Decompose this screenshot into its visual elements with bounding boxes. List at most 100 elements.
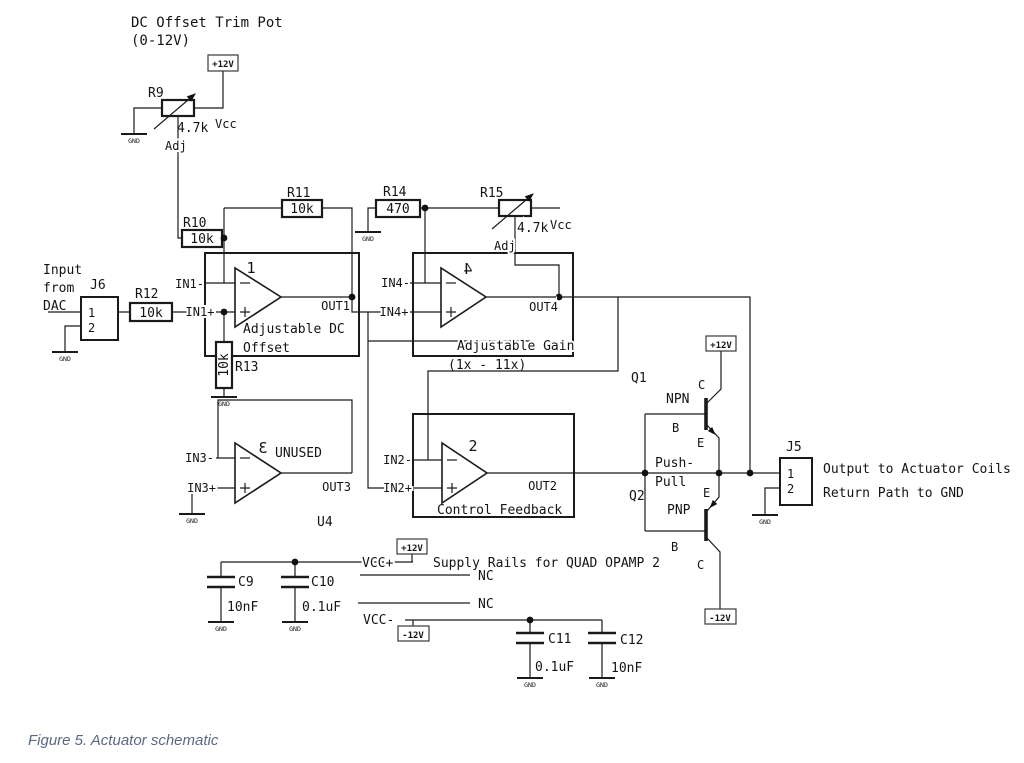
wire-r9-gnd (133, 107, 162, 134)
opamp1-inp-label: IN1+ (186, 305, 215, 319)
p12-flag-rail (396, 538, 428, 555)
j6-pin1: 1 (88, 306, 95, 320)
cap-c12-plates (588, 631, 616, 645)
m12-flag-rail-label: -12V (402, 631, 424, 641)
vccp-label: VCC+ (362, 556, 393, 571)
opamp-symbols (234, 266, 489, 505)
wire-out4-feedback-in2m (404, 297, 619, 461)
opamp1-box (204, 252, 360, 357)
opamp3-plus-icon (240, 483, 250, 493)
q2-emitter-arrow (709, 500, 718, 509)
pushpull-line1: Push- (655, 456, 694, 471)
r9-adj-label: Adj (165, 139, 187, 153)
gnd-r13: GND (211, 396, 237, 408)
r15-value: 4.7k (517, 221, 548, 236)
nc-label-2: NC (478, 597, 494, 612)
gnd-label: GND (59, 355, 71, 363)
gnd-label: GND (128, 137, 140, 145)
opamp2-plus-icon (447, 483, 457, 493)
power-flags: +12V +12V +12V -12V -12V (207, 54, 737, 642)
r15-pot-arrowhead (524, 193, 534, 202)
r9-vcc-label: Vcc (215, 117, 237, 131)
junction-dot (421, 204, 429, 212)
opamp4-num: 4 (463, 260, 472, 278)
junction-dots (220, 204, 754, 624)
ground-symbols: GND GND GND GND GND GND GND GND GND GND (52, 133, 778, 689)
labels: DC Offset Trim Pot (0-12V) R9 4.7k Vcc A… (43, 15, 1011, 676)
gnd-label: GND (218, 400, 230, 408)
q1-emitter-arrow (707, 426, 716, 435)
r9-value: 4.7k (177, 121, 208, 136)
r11-value: 10k (290, 202, 314, 217)
rails-note: Supply Rails for QUAD OPAMP 2 (433, 556, 660, 571)
cap-c11-plates (516, 631, 544, 645)
wire-out1 (281, 296, 441, 313)
r15-ref: R15 (480, 186, 503, 201)
q1-type: NPN (666, 392, 689, 407)
junction-dot (526, 616, 534, 624)
gnd-c12: GND (589, 677, 615, 689)
j6-pin2: 2 (88, 321, 95, 335)
opamp2-box (412, 413, 575, 518)
j6-desc2: from (43, 281, 74, 296)
wire-vccp-rail (221, 554, 413, 563)
c12-ref: C12 (620, 633, 643, 648)
wire-out1-to-in2p (367, 312, 442, 489)
m12-flag-rail (397, 625, 430, 642)
junction-dot (641, 469, 649, 477)
gnd-in3p: GND (179, 513, 205, 525)
resistor-r12-body (128, 301, 174, 323)
c10-ref: C10 (311, 575, 334, 590)
opamp1-num: 1 (246, 259, 255, 277)
wire-q1-collector (706, 351, 722, 404)
q2-e-pin: E (703, 486, 710, 500)
m12-flag-q2 (704, 608, 737, 625)
p12-flag-q1-label: +12V (710, 341, 732, 351)
opamp2-out-label: OUT2 (528, 479, 557, 493)
r14-value: 470 (386, 202, 409, 217)
q2-type: PNP (667, 503, 691, 518)
opamp4-range: (1x - 11x) (448, 358, 526, 373)
p12-flag-rail-label: +12V (401, 544, 423, 554)
wire-in4m (406, 208, 441, 284)
gnd-j6: GND (52, 351, 78, 363)
r10-ref: R10 (183, 216, 206, 231)
c11-ref: C11 (548, 632, 571, 647)
opamp4-box (412, 252, 574, 357)
opamp2-inm-label: IN2- (383, 453, 412, 467)
junction-dot (746, 469, 754, 477)
opamp2-inp-label: IN2+ (383, 481, 412, 495)
opamp3-inm-label: IN3- (185, 451, 214, 465)
resistor-r13-body (214, 340, 234, 390)
gnd-label: GND (186, 517, 198, 525)
pot-title-line2: (0-12V) (131, 33, 190, 49)
r9-ref: R9 (148, 86, 164, 101)
j6-desc3: DAC (43, 299, 66, 314)
j6-desc1: Input (43, 263, 82, 278)
opamp4-plus-icon (446, 307, 456, 317)
gnd-r9: GND (121, 133, 147, 145)
r9-pot-arrowhead (186, 93, 196, 102)
resistor-r15-body (497, 198, 533, 218)
opamp4-name: Adjustable Gain (457, 339, 574, 354)
wire-j6-pin2-gnd (64, 325, 81, 352)
opamp1-plus-icon (240, 307, 250, 317)
gnd-r14: GND (355, 231, 381, 243)
vccm-label: VCC- (363, 613, 394, 628)
wire-r15-wiper (514, 216, 560, 297)
j5-pin2: 2 (787, 482, 794, 496)
wire-q2-collector (706, 537, 721, 609)
p12-flag-q1 (705, 335, 737, 352)
resistor-r14-body (374, 198, 422, 219)
q1-c-pin: C (698, 378, 705, 392)
m12-flag-q2-label: -12V (709, 614, 731, 624)
r15-pot-arrow-line (491, 193, 534, 230)
junction-dot (348, 293, 356, 301)
r13-ref: R13 (235, 360, 258, 375)
c11-value: 0.1uF (535, 660, 574, 675)
gnd-c11: GND (517, 677, 543, 689)
opamp4-inp-label: IN4+ (380, 305, 409, 319)
opamp3-num: 3 (258, 439, 267, 457)
r11-ref: R11 (287, 186, 310, 201)
